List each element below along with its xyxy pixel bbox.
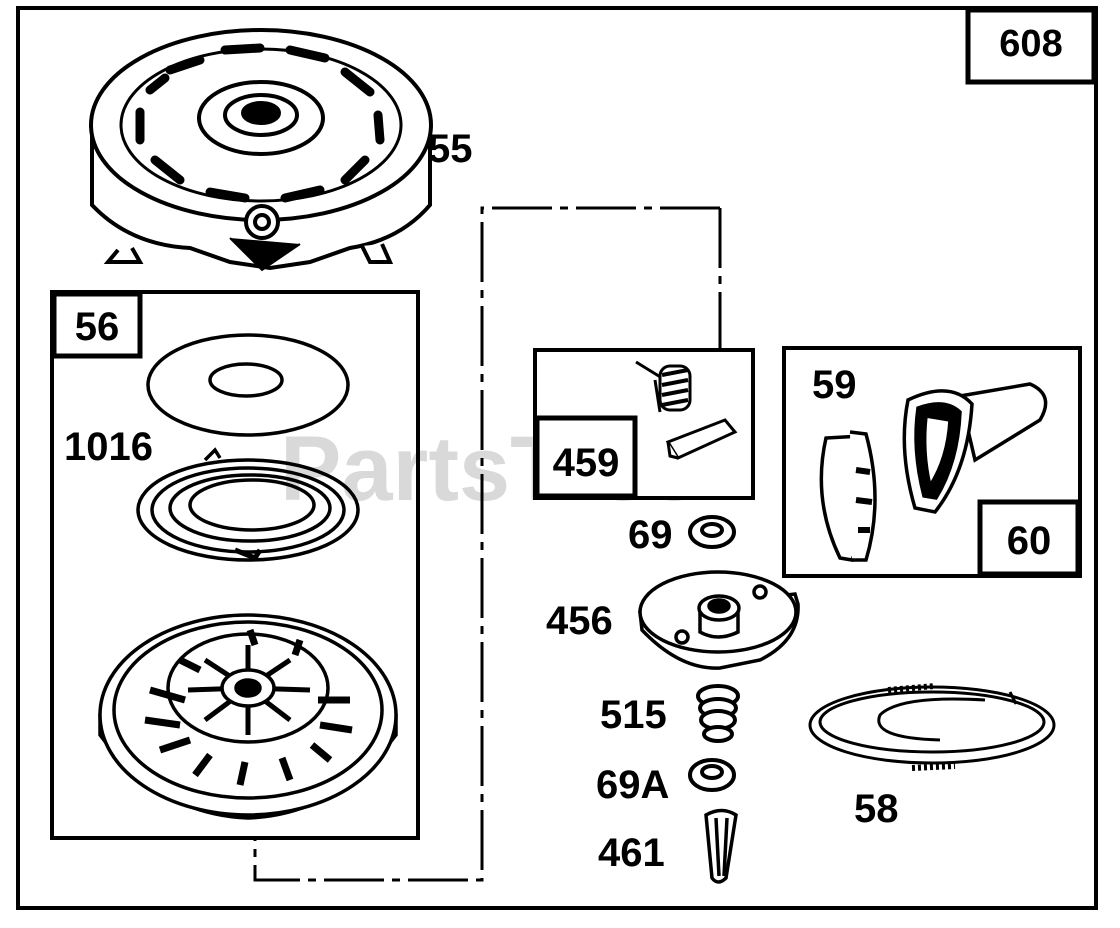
part-label-69[interactable]: 69 xyxy=(628,513,673,557)
part-label-55[interactable]: 55 xyxy=(428,127,473,171)
box-label-56-text: 56 xyxy=(75,305,120,349)
ratchet-spring-drawing[interactable] xyxy=(696,684,740,743)
starter-assembly-frame xyxy=(50,290,420,840)
handle-insert-drawing[interactable] xyxy=(819,430,877,562)
assembly-frame xyxy=(16,6,1098,910)
rewind-spring-drawing[interactable] xyxy=(136,447,360,562)
box-label-60[interactable]: 60 xyxy=(977,499,1081,577)
box-label-459-text: 459 xyxy=(553,441,620,485)
part-label-59[interactable]: 59 xyxy=(812,363,857,407)
pulley-drawing[interactable] xyxy=(98,613,398,820)
starter-rope-drawing[interactable] xyxy=(808,683,1056,771)
ratchet-drawing[interactable] xyxy=(638,570,800,670)
box-label-56[interactable]: 56 xyxy=(51,291,143,359)
part-label-461[interactable]: 461 xyxy=(598,831,665,875)
box-label-608-text: 608 xyxy=(999,23,1062,65)
box-label-60-text: 60 xyxy=(1007,519,1052,563)
spring-cover-disc-drawing[interactable] xyxy=(146,333,350,437)
part-label-58[interactable]: 58 xyxy=(854,787,899,831)
washer-69-drawing[interactable] xyxy=(688,515,736,549)
part-label-69a[interactable]: 69A xyxy=(596,763,669,807)
torsion-spring-drawing[interactable] xyxy=(635,360,692,413)
part-label-515[interactable]: 515 xyxy=(600,693,667,737)
retainer-drawing[interactable] xyxy=(704,808,738,884)
spring-clip-drawing[interactable] xyxy=(665,418,738,460)
washer-69a-drawing[interactable] xyxy=(688,758,736,792)
pull-handle-drawing[interactable] xyxy=(902,382,1048,514)
part-label-1016[interactable]: 1016 xyxy=(64,425,153,469)
box-label-608[interactable]: 608 xyxy=(965,7,1097,85)
starter-housing-drawing[interactable] xyxy=(89,28,433,272)
part-label-456[interactable]: 456 xyxy=(546,599,613,643)
connector-line xyxy=(253,206,722,882)
box-label-459[interactable]: 459 xyxy=(534,415,638,499)
